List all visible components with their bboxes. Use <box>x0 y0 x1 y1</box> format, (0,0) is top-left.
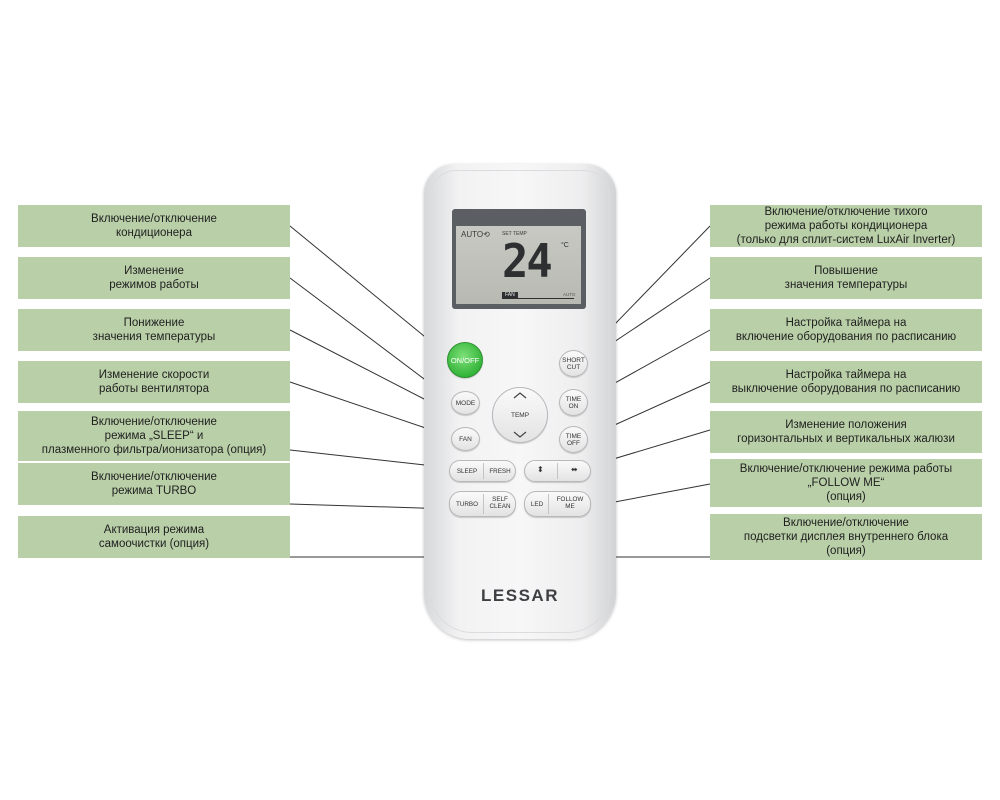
label-turbo: Включение/отключение режима TURBO <box>18 463 290 505</box>
temp-arrows <box>513 392 527 438</box>
label-shortcut: Включение/отключение тихого режима работ… <box>710 205 982 247</box>
self-clean-button[interactable]: SELF CLEAN <box>489 496 511 510</box>
remote-inner-rim <box>430 170 610 633</box>
label-temp-up: Повышение значения температуры <box>710 257 982 299</box>
display-auto-indicator: AUTO⟲ <box>461 230 490 239</box>
brand-logo: LESSAR <box>481 586 559 605</box>
short-cut-button[interactable]: SHORT CUT <box>559 350 588 377</box>
temp-down-arrow-icon <box>513 431 527 438</box>
fan-button[interactable]: FAN <box>451 427 480 451</box>
sleep-fresh-divider <box>483 463 484 479</box>
lcd-display: AUTO⟲ SET TEMP 24 °C FAN AUTO <box>456 226 581 304</box>
label-sleep: Включение/отключение режима „SLEEP“ и пл… <box>18 411 290 461</box>
temp-label: TEMP <box>510 411 530 419</box>
turbo-selfclean-pill <box>449 491 516 517</box>
display-set-temp-label: SET TEMP <box>502 231 527 237</box>
time-on-button[interactable]: TIME ON <box>559 389 588 416</box>
swing-divider <box>557 463 558 479</box>
mode-button[interactable]: MODE <box>451 391 480 415</box>
follow-me-button[interactable]: FOLLOW ME <box>556 496 584 510</box>
label-temp-down: Понижение значения температуры <box>18 309 290 351</box>
fresh-button[interactable]: FRESH <box>489 468 511 475</box>
display-temperature: 24 <box>502 234 553 288</box>
led-followme-divider <box>548 494 549 514</box>
label-follow-me: Включение/отключение режима работы „FOLL… <box>710 459 982 507</box>
label-led: Включение/отключение подсветки дисплея в… <box>710 514 982 560</box>
on-off-button[interactable]: ON/OFF <box>447 342 483 378</box>
display-fan-auto: AUTO <box>563 292 576 297</box>
sleep-button[interactable]: SLEEP <box>456 468 478 475</box>
horizontal-swing-icon[interactable]: ⬌ <box>571 465 578 474</box>
label-mode: Изменение режимов работы <box>18 257 290 299</box>
label-swing: Изменение положения горизонтальных и вер… <box>710 411 982 453</box>
display-fan-bar <box>502 298 574 299</box>
label-timer-off: Настройка таймера на выключение оборудов… <box>710 361 982 403</box>
label-timer-on: Настройка таймера на включение оборудова… <box>710 309 982 351</box>
temp-up-arrow-icon <box>513 392 527 399</box>
label-fan: Изменение скорости работы вентилятора <box>18 361 290 403</box>
sleep-fresh-pill <box>449 460 516 482</box>
vertical-swing-icon[interactable]: ⬍ <box>537 465 544 474</box>
led-followme-pill <box>524 491 591 517</box>
turbo-selfclean-divider <box>483 494 484 514</box>
label-self-clean: Активация режима самоочистки (опция) <box>18 516 290 558</box>
turbo-button[interactable]: TURBO <box>455 501 479 508</box>
temp-rocker-button[interactable]: TEMP <box>492 387 548 443</box>
led-button[interactable]: LED <box>530 501 544 508</box>
label-power: Включение/отключение кондиционера <box>18 205 290 247</box>
display-fan-label: FAN <box>502 292 518 298</box>
display-unit: °C <box>561 242 569 249</box>
time-off-button[interactable]: TIME OFF <box>559 426 588 453</box>
